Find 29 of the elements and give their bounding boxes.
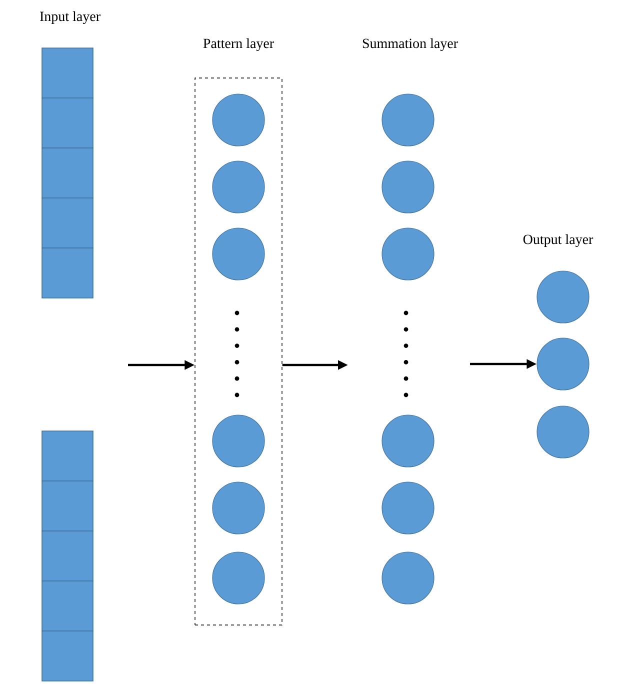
neuron-circle [212, 94, 265, 146]
neuron-circle [212, 414, 265, 468]
input-square [42, 248, 94, 298]
neuron-circle [536, 270, 590, 324]
neuron-circle [382, 228, 434, 280]
input-square [42, 630, 94, 682]
neuron-circle [212, 228, 265, 280]
input-square [42, 48, 94, 98]
neuron-circle [382, 552, 434, 604]
input-square [42, 430, 94, 482]
neuron-circle [536, 406, 590, 458]
input-square [42, 480, 94, 532]
neuron-circle [382, 414, 434, 468]
layer-title: Output layer [523, 234, 594, 248]
neuron-circle [382, 94, 434, 146]
neuron-circle [212, 160, 265, 214]
neuron-circle [536, 338, 590, 390]
neuron-circle [212, 482, 265, 534]
neuron-circle [382, 482, 434, 534]
input-square [42, 580, 94, 632]
input-square [42, 198, 94, 248]
layer-title: Pattern layer [203, 38, 274, 52]
neuron-circle [382, 160, 434, 214]
input-square [42, 98, 94, 148]
input-square [42, 148, 94, 198]
neuron-circle [212, 552, 265, 604]
layer-title: Summation layer [362, 38, 458, 52]
input-square [42, 530, 94, 582]
layer-title: Input layer [40, 11, 100, 24]
